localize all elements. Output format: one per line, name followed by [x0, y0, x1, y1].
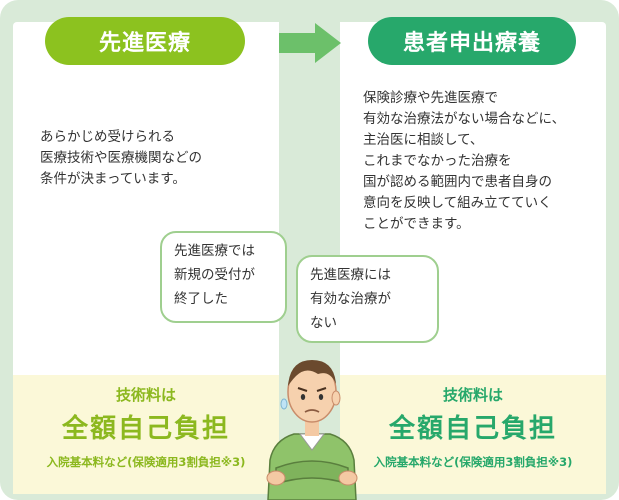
right-description: 保険診療や先進医療で 有効な治療法がない場合などに、 主治医に相談して、 これま… [363, 90, 566, 232]
advanced-medical-care-title: 先進医療 [45, 17, 245, 65]
worried-man-illustration [266, 360, 358, 500]
left-description: あらかじめ受けられる 医療技術や医療機関などの 条件が決まっています。 [40, 129, 202, 187]
right-fee-title: 技術料は [442, 386, 503, 404]
patient-request-therapy-title: 患者申出療養 [368, 17, 576, 65]
right-arrow-icon [279, 23, 341, 63]
right-fee-main: 全額自己負担 [388, 414, 557, 444]
left-fee-main: 全額自己負担 [61, 414, 230, 444]
left-fee-band [13, 375, 279, 494]
right-fee-note: 入院基本料など(保険適用3割負担※3) [373, 455, 573, 469]
left-fee-title: 技術料は [115, 386, 176, 404]
left-fee-note: 入院基本料など(保険適用3割負担※3) [46, 455, 246, 469]
speech-bubble-no-effective-treatment: 先進医療には 有効な治療が ない [296, 255, 439, 343]
speech-bubble-no-new-applications: 先進医療では 新規の受付が 終了した [160, 231, 287, 323]
right-fee-band [340, 375, 606, 494]
